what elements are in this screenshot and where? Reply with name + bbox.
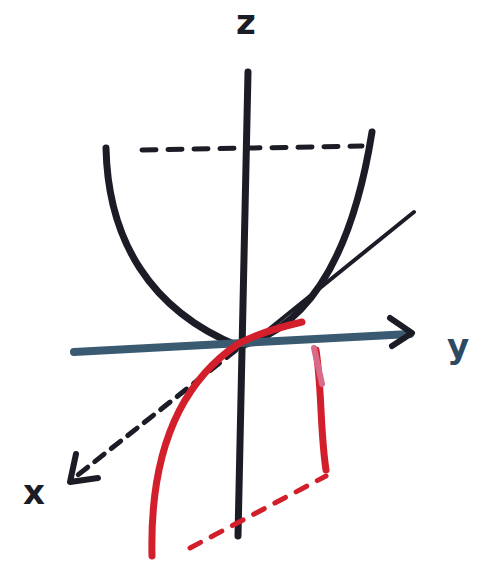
rim-dashed [142,146,362,150]
x-arrowhead [70,454,98,482]
parabola-right [240,132,372,346]
red-curve [152,322,302,556]
parabola-left [106,148,238,346]
z-axis [238,72,248,536]
pink-stroke [314,348,322,384]
red-dashed [190,476,326,548]
y-arrowhead [390,318,412,346]
x-axis-label: x [23,475,45,509]
z-axis-label: z [236,5,256,39]
y-axis-label: y [447,329,469,363]
back-line [268,212,414,330]
